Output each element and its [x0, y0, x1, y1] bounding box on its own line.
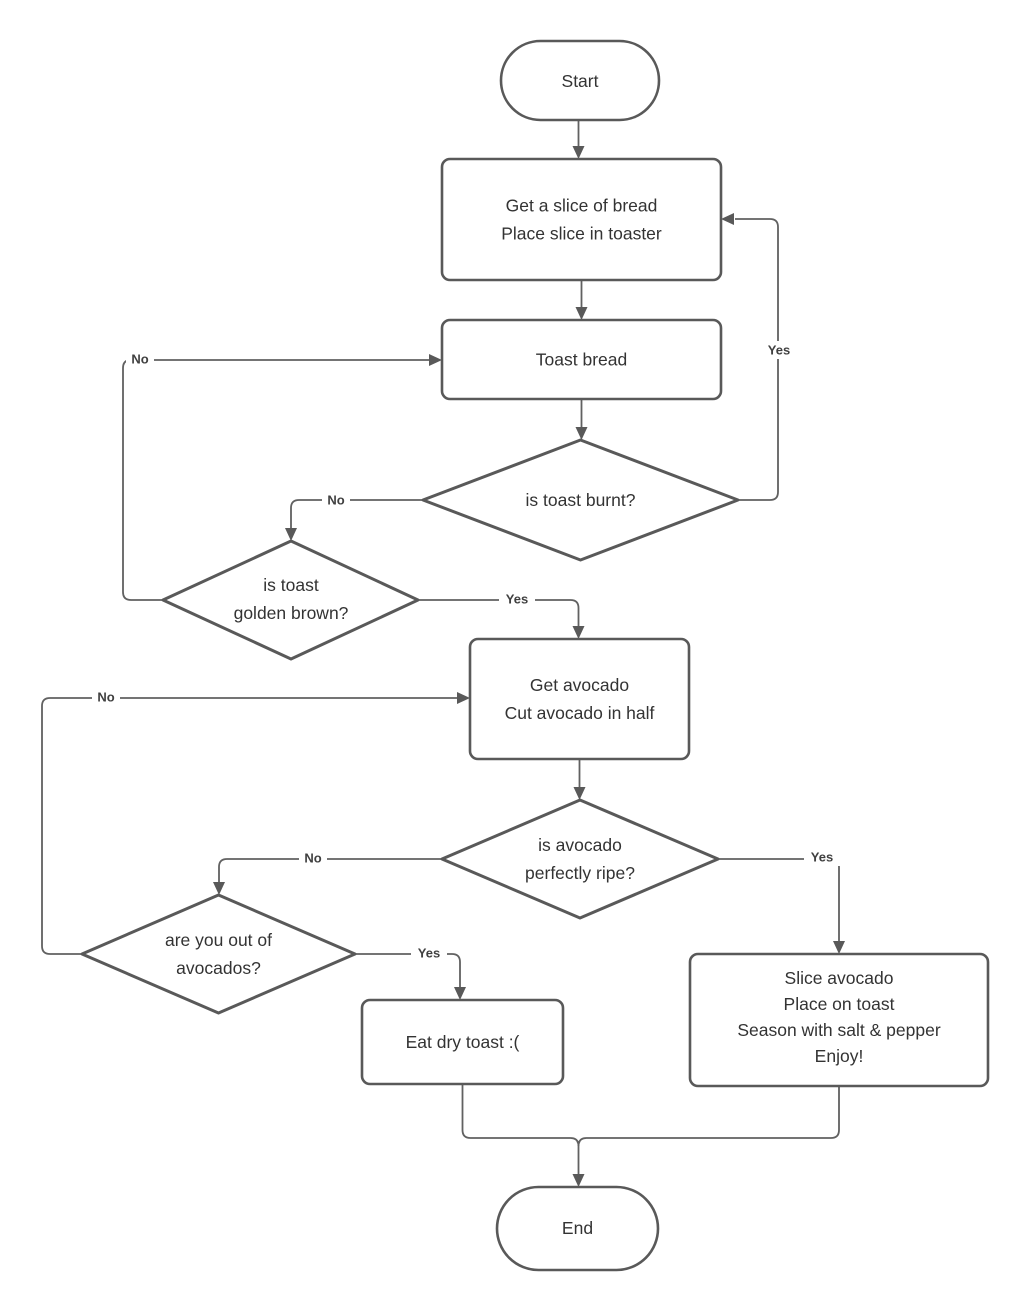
decision-out-of-avocados-line1: are you out of: [165, 930, 272, 950]
edge-getavocado-to-ripe: [573, 759, 586, 800]
node-slice-avocado-line3: Season with salt & pepper: [737, 1020, 940, 1040]
decision-out-of-avocados: are you out of avocados?: [80, 893, 357, 1015]
svg-text:No: No: [131, 352, 148, 367]
edge-out-no: [41, 692, 470, 955]
edge-label-ripe-yes: Yes: [804, 848, 840, 866]
node-toast-bread-label: Toast bread: [536, 350, 627, 370]
svg-text:No: No: [304, 851, 321, 866]
node-end: End: [495, 1185, 660, 1272]
node-slice-avocado-line4: Enjoy!: [815, 1046, 864, 1066]
edge-burnt-no: [285, 499, 423, 541]
edge-golden-yes: [418, 599, 585, 639]
node-get-bread-line1: Get a slice of bread: [506, 196, 658, 216]
node-start-label: Start: [562, 71, 599, 91]
decision-is-avocado-ripe-line1: is avocado: [538, 835, 622, 855]
edge-start-to-getbread: [572, 120, 585, 159]
node-slice-avocado-line2: Place on toast: [784, 994, 895, 1014]
node-slice-avocado-line1: Slice avocado: [785, 968, 894, 988]
svg-text:Yes: Yes: [506, 592, 528, 607]
edge-label-ripe-no: No: [299, 849, 327, 867]
decision-is-toast-golden-line1: is toast: [263, 575, 319, 595]
edge-label-out-yes: Yes: [411, 944, 447, 962]
decision-is-toast-golden-line2: golden brown?: [234, 603, 349, 623]
svg-text:Yes: Yes: [418, 946, 440, 961]
node-get-avocado-line1: Get avocado: [530, 675, 629, 695]
node-get-bread-line2: Place slice in toaster: [501, 224, 662, 244]
decision-is-toast-burnt-label: is toast burnt?: [526, 490, 636, 510]
decision-is-toast-burnt: is toast burnt?: [421, 438, 740, 562]
node-get-avocado-line2: Cut avocado in half: [505, 703, 655, 723]
node-get-bread: Get a slice of bread Place slice in toas…: [440, 157, 723, 282]
svg-text:Yes: Yes: [768, 343, 790, 358]
svg-text:Yes: Yes: [811, 850, 833, 865]
node-start: Start: [499, 39, 661, 122]
edge-label-burnt-yes: Yes: [761, 341, 797, 359]
svg-text:No: No: [97, 690, 114, 705]
edge-getbread-to-toastbread: [575, 280, 588, 320]
edge-slice-to-end: [577, 1086, 840, 1147]
decision-is-toast-golden: is toast golden brown?: [161, 539, 420, 661]
node-eat-dry-toast-label: Eat dry toast :(: [406, 1032, 520, 1052]
edge-label-golden-no: No: [126, 350, 154, 368]
edge-label-out-no: No: [92, 688, 120, 706]
edge-eatdry-to-end: [461, 1084, 585, 1187]
edge-ripe-no: [213, 858, 442, 895]
edge-label-golden-yes: Yes: [499, 590, 535, 608]
svg-text:No: No: [327, 493, 344, 508]
edge-label-burnt-no: No: [322, 491, 350, 509]
edge-out-yes: [355, 953, 466, 1000]
node-toast-bread: Toast bread: [440, 318, 723, 401]
edge-ripe-yes: [718, 858, 845, 954]
node-get-avocado: Get avocado Cut avocado in half: [468, 637, 691, 761]
decision-is-avocado-ripe: is avocado perfectly ripe?: [440, 798, 720, 920]
edge-toastbread-to-burnt: [575, 399, 588, 440]
node-eat-dry-toast: Eat dry toast :(: [360, 998, 565, 1086]
edge-burnt-yes: [721, 213, 779, 501]
decision-is-avocado-ripe-line2: perfectly ripe?: [525, 863, 635, 883]
node-slice-avocado: Slice avocado Place on toast Season with…: [688, 952, 990, 1088]
node-end-label: End: [562, 1218, 593, 1238]
decision-out-of-avocados-line2: avocados?: [176, 958, 261, 978]
